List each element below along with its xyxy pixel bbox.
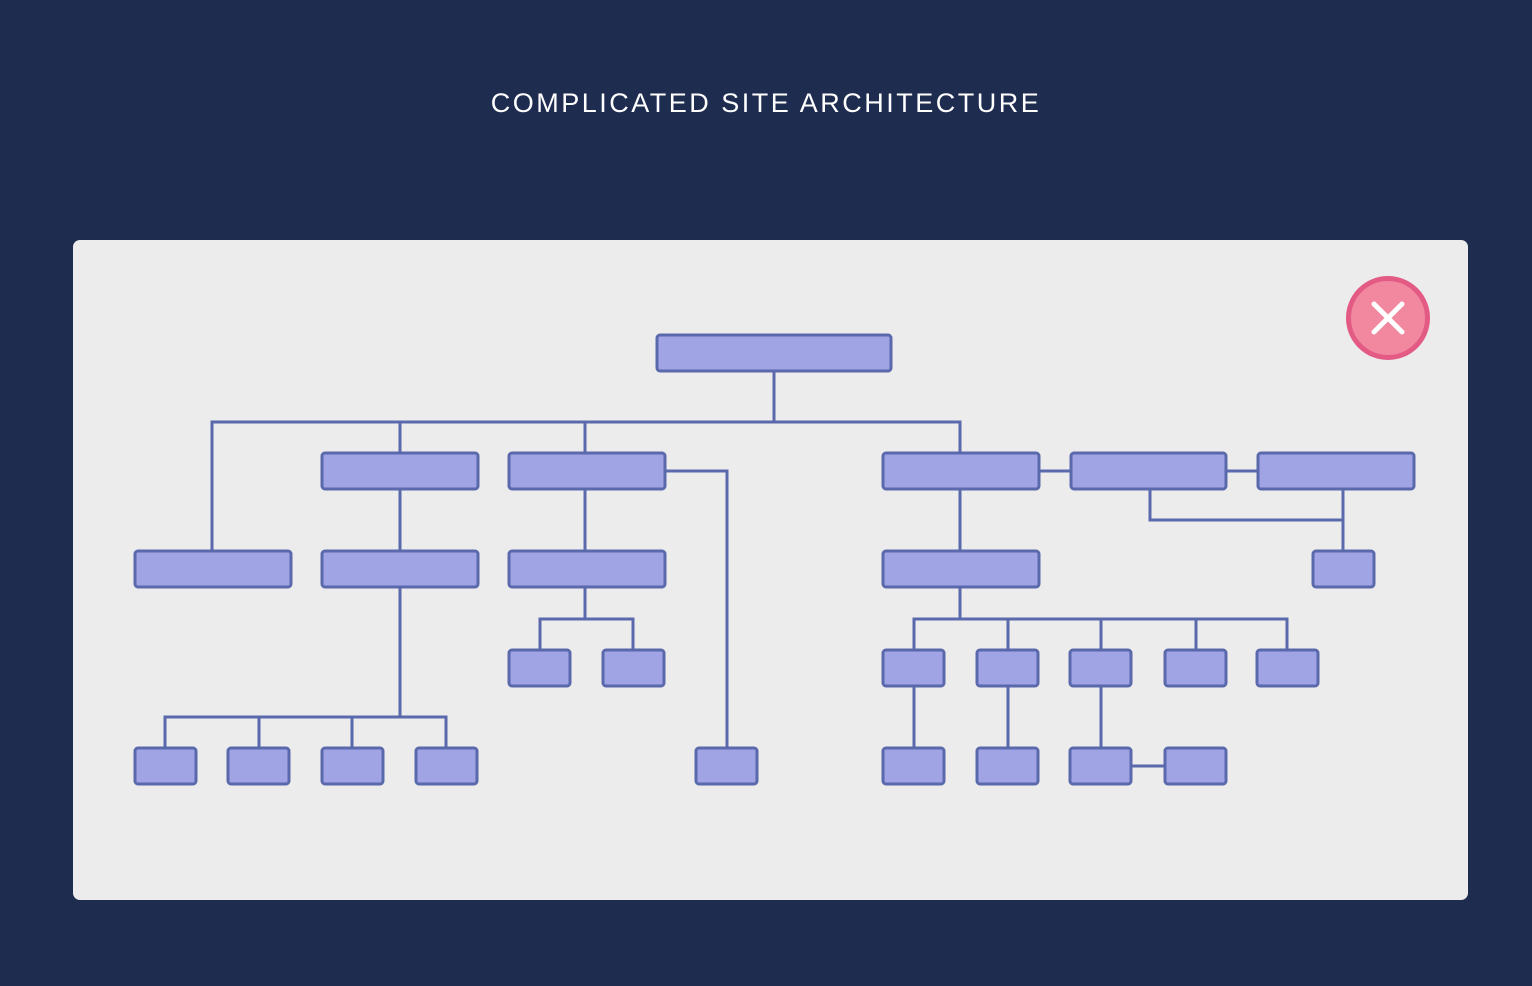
node [601, 648, 666, 688]
connector [664, 469, 729, 748]
node [507, 648, 572, 688]
page-title: COMPLICATED SITE ARCHITECTURE [490, 88, 1042, 118]
node [881, 549, 1041, 589]
root-node [655, 333, 893, 373]
node [133, 746, 198, 786]
nodes [133, 333, 1416, 786]
node [1069, 451, 1228, 491]
node [1068, 746, 1133, 786]
close-icon [1346, 276, 1430, 360]
node [1255, 648, 1320, 688]
node [881, 451, 1041, 491]
connector [163, 715, 448, 748]
connectors [163, 371, 1345, 768]
node [507, 549, 667, 589]
node [133, 549, 293, 589]
connector [1148, 489, 1343, 522]
node [1256, 451, 1416, 491]
node [320, 746, 385, 786]
node [881, 648, 946, 688]
node [1068, 648, 1133, 688]
node [1163, 648, 1228, 688]
node [226, 746, 291, 786]
connector [538, 617, 635, 650]
node [975, 746, 1040, 786]
node [881, 746, 946, 786]
node [1311, 549, 1376, 589]
node [507, 451, 667, 491]
close-icon-cross [1371, 301, 1405, 335]
node [320, 549, 480, 589]
node [320, 451, 480, 491]
node [414, 746, 479, 786]
node [1163, 746, 1228, 786]
node [975, 648, 1040, 688]
node [694, 746, 759, 786]
